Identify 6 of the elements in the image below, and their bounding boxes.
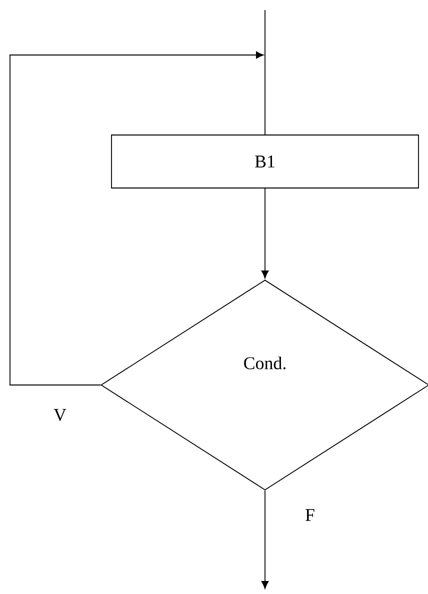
arrow xyxy=(10,51,264,386)
process-box: B1 xyxy=(111,134,419,188)
arrow xyxy=(261,188,269,278)
arrow xyxy=(261,490,269,589)
edge-label: V xyxy=(52,408,68,422)
edge-label: F xyxy=(304,508,316,522)
